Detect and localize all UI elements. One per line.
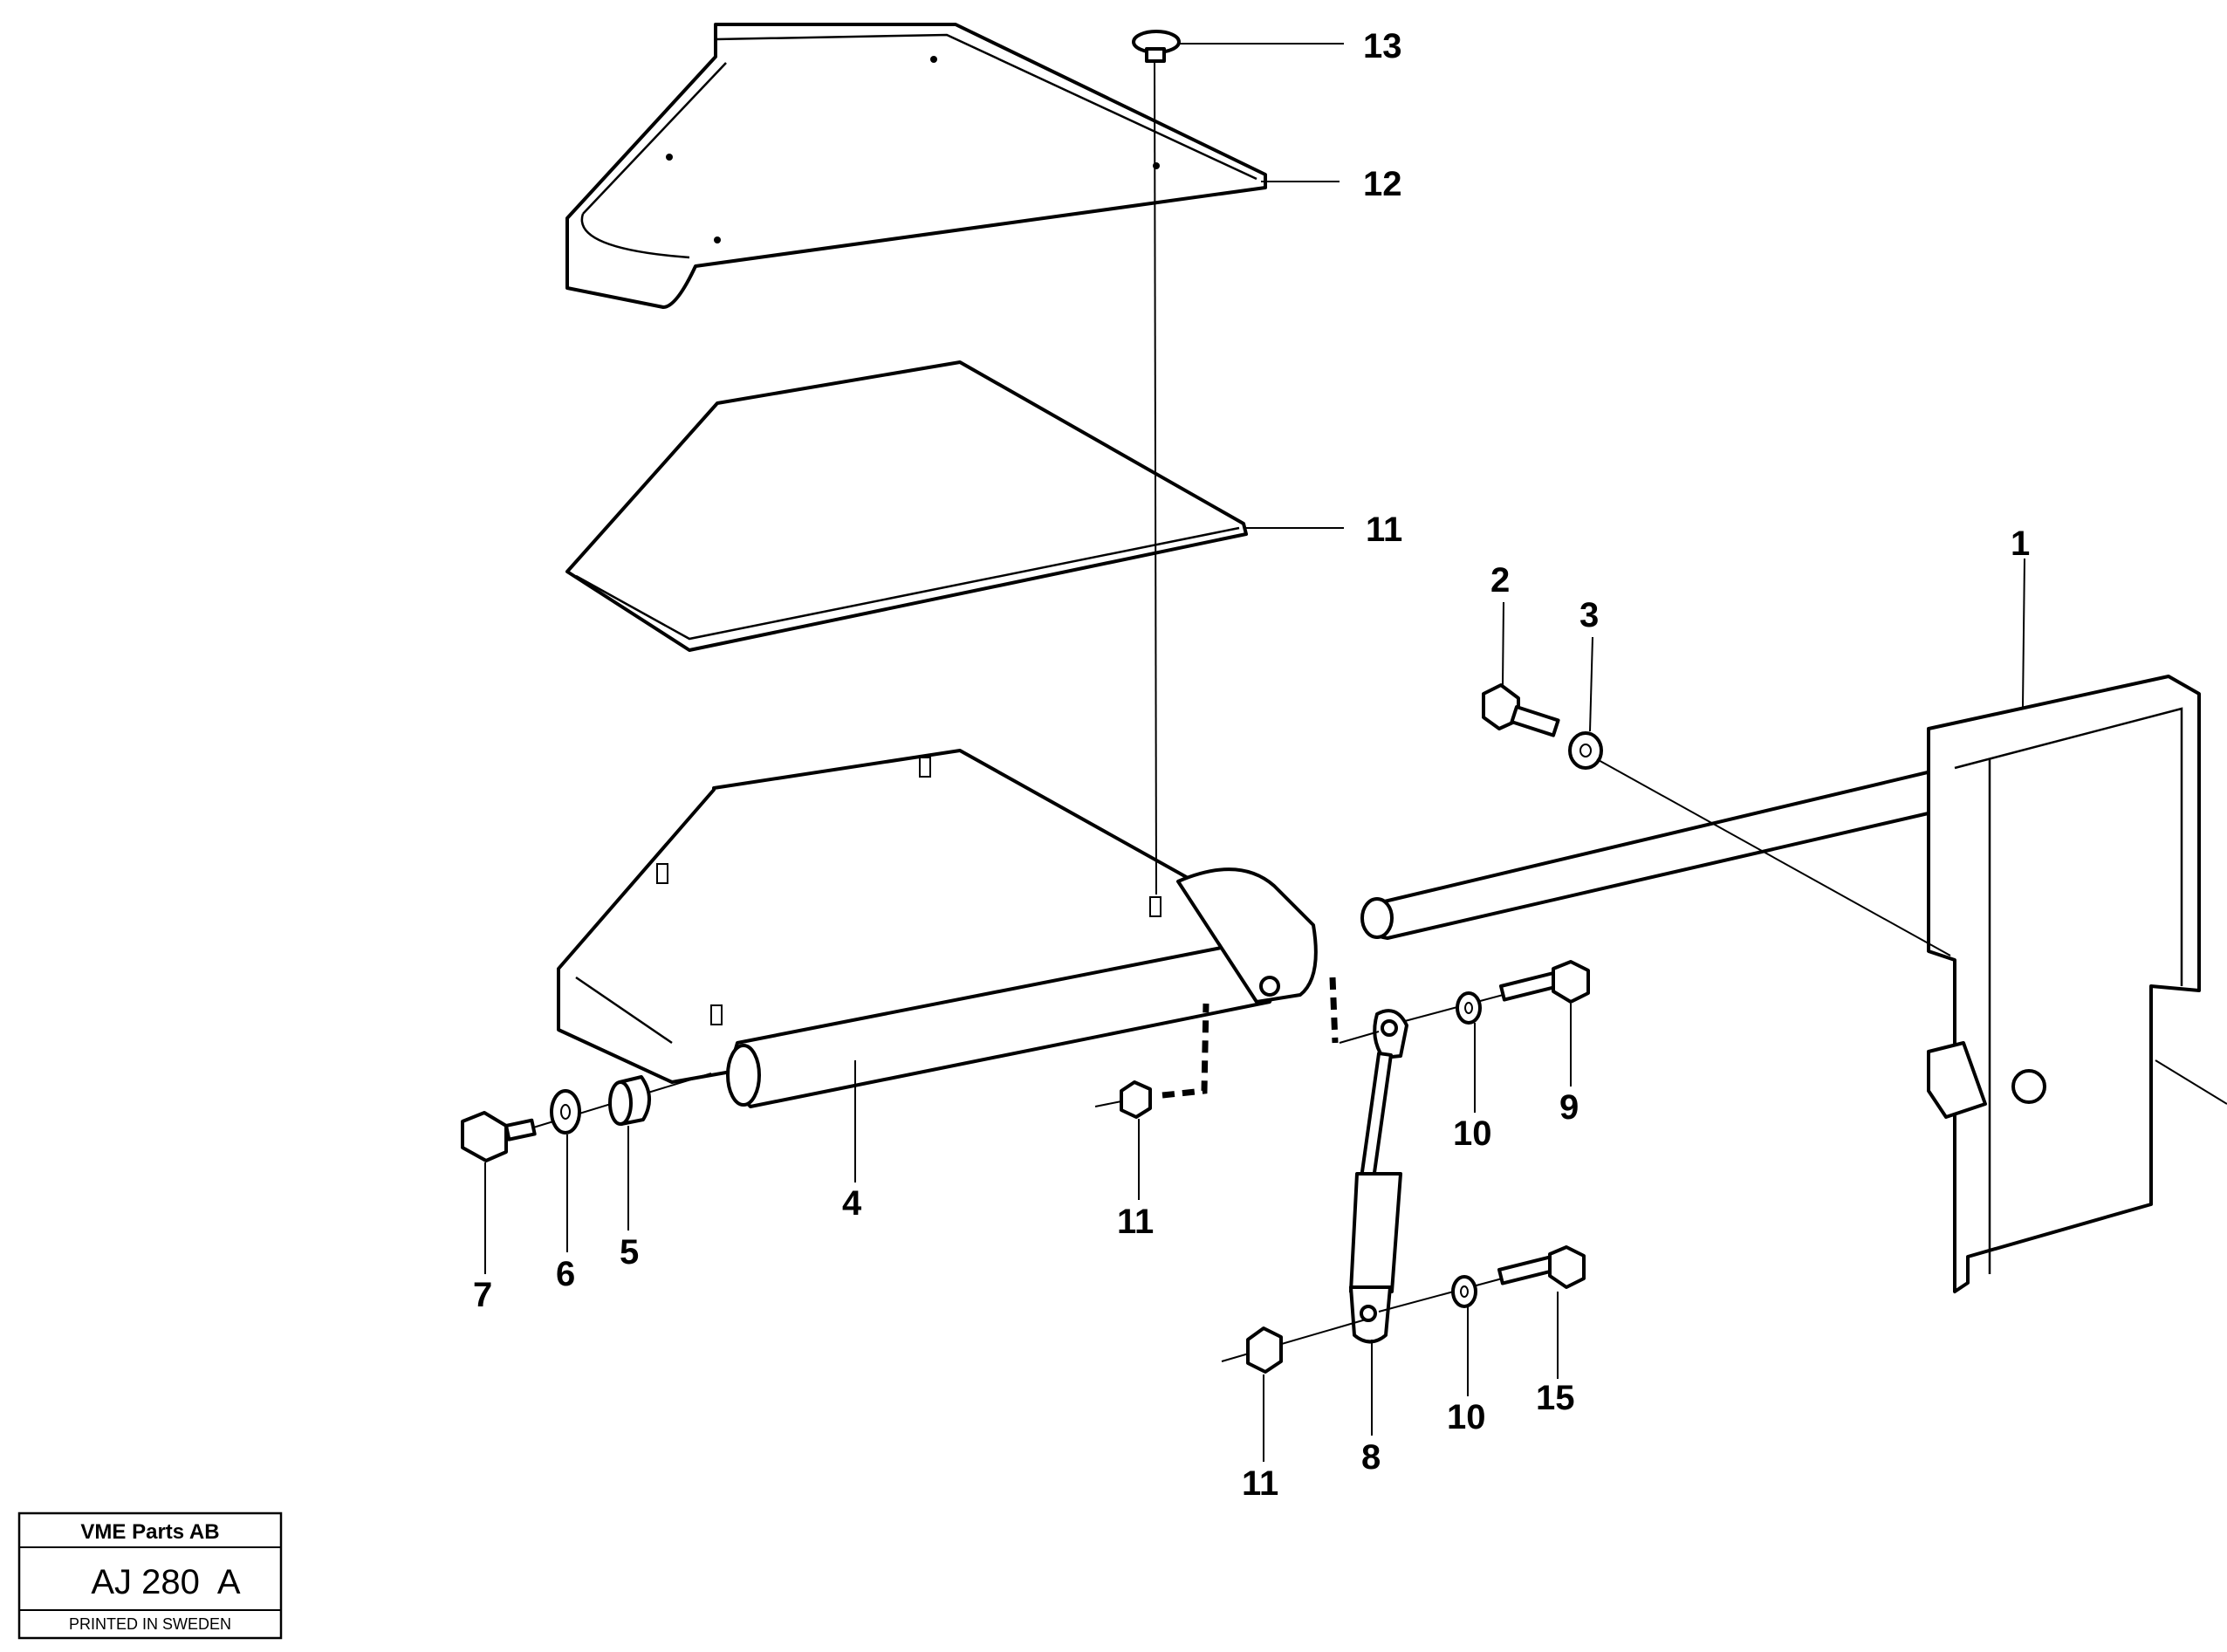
part-10-washer-lower — [1451, 1275, 1477, 1308]
callout-1: 1 — [2011, 524, 2030, 563]
callout-8: 8 — [1361, 1438, 1381, 1477]
spring-pins — [656, 757, 1161, 1025]
part-9-bolt — [1498, 960, 1590, 1004]
callout-6: 6 — [556, 1255, 575, 1293]
callout-11-lower: 11 — [1242, 1464, 1278, 1503]
printed-in: PRINTED IN SWEDEN — [69, 1615, 231, 1633]
part-1-bracket-with-rod — [1360, 675, 2227, 1293]
callout-7: 7 — [473, 1276, 492, 1314]
part-13-cover-plate — [565, 23, 1267, 309]
callout-15: 15 — [1536, 1379, 1575, 1417]
callout-13: 12 — [1363, 165, 1402, 203]
callout-leaders — [484, 43, 2025, 1462]
callout-10-upper: 10 — [1453, 1114, 1492, 1153]
part-15-bolt — [1497, 1245, 1586, 1289]
part-12-mat-plate — [565, 360, 1248, 652]
title-block: VME Parts AB AJ 280 A PRINTED IN SWEDEN — [17, 1511, 283, 1640]
callout-12: 11 — [1366, 511, 1402, 549]
callout-2: 2 — [1490, 561, 1510, 600]
part-3-washer — [1568, 731, 1603, 770]
callout-11-upper: 11 — [1117, 1203, 1154, 1241]
callout-10-lower: 10 — [1447, 1398, 1486, 1436]
part-11-nut-upper — [1094, 1080, 1152, 1119]
company-name: VME Parts AB — [80, 1520, 219, 1544]
callout-4: 4 — [842, 1184, 862, 1223]
part-11-nut-lower — [1246, 1326, 1283, 1374]
callout-14: 13 — [1363, 27, 1402, 65]
part-6-washer — [550, 1089, 581, 1134]
part-14-plug — [1132, 30, 1181, 63]
drawing-code: AJ 280 A — [91, 1563, 241, 1601]
part-10-washer-upper — [1456, 991, 1482, 1025]
callout-labels: 13 12 11 1 2 3 4 5 6 7 11 10 9 8 10 15 1… — [473, 27, 2030, 1503]
part-7-bolt — [461, 1111, 537, 1162]
part-2-bolt — [1482, 683, 1560, 737]
callout-9: 9 — [1559, 1088, 1579, 1127]
callout-5: 5 — [620, 1233, 639, 1272]
callout-3: 3 — [1579, 596, 1599, 634]
part-8-gas-spring — [1349, 1009, 1408, 1344]
part-5-bushing — [608, 1075, 651, 1126]
part-4-plate-with-tube — [557, 749, 1318, 1108]
